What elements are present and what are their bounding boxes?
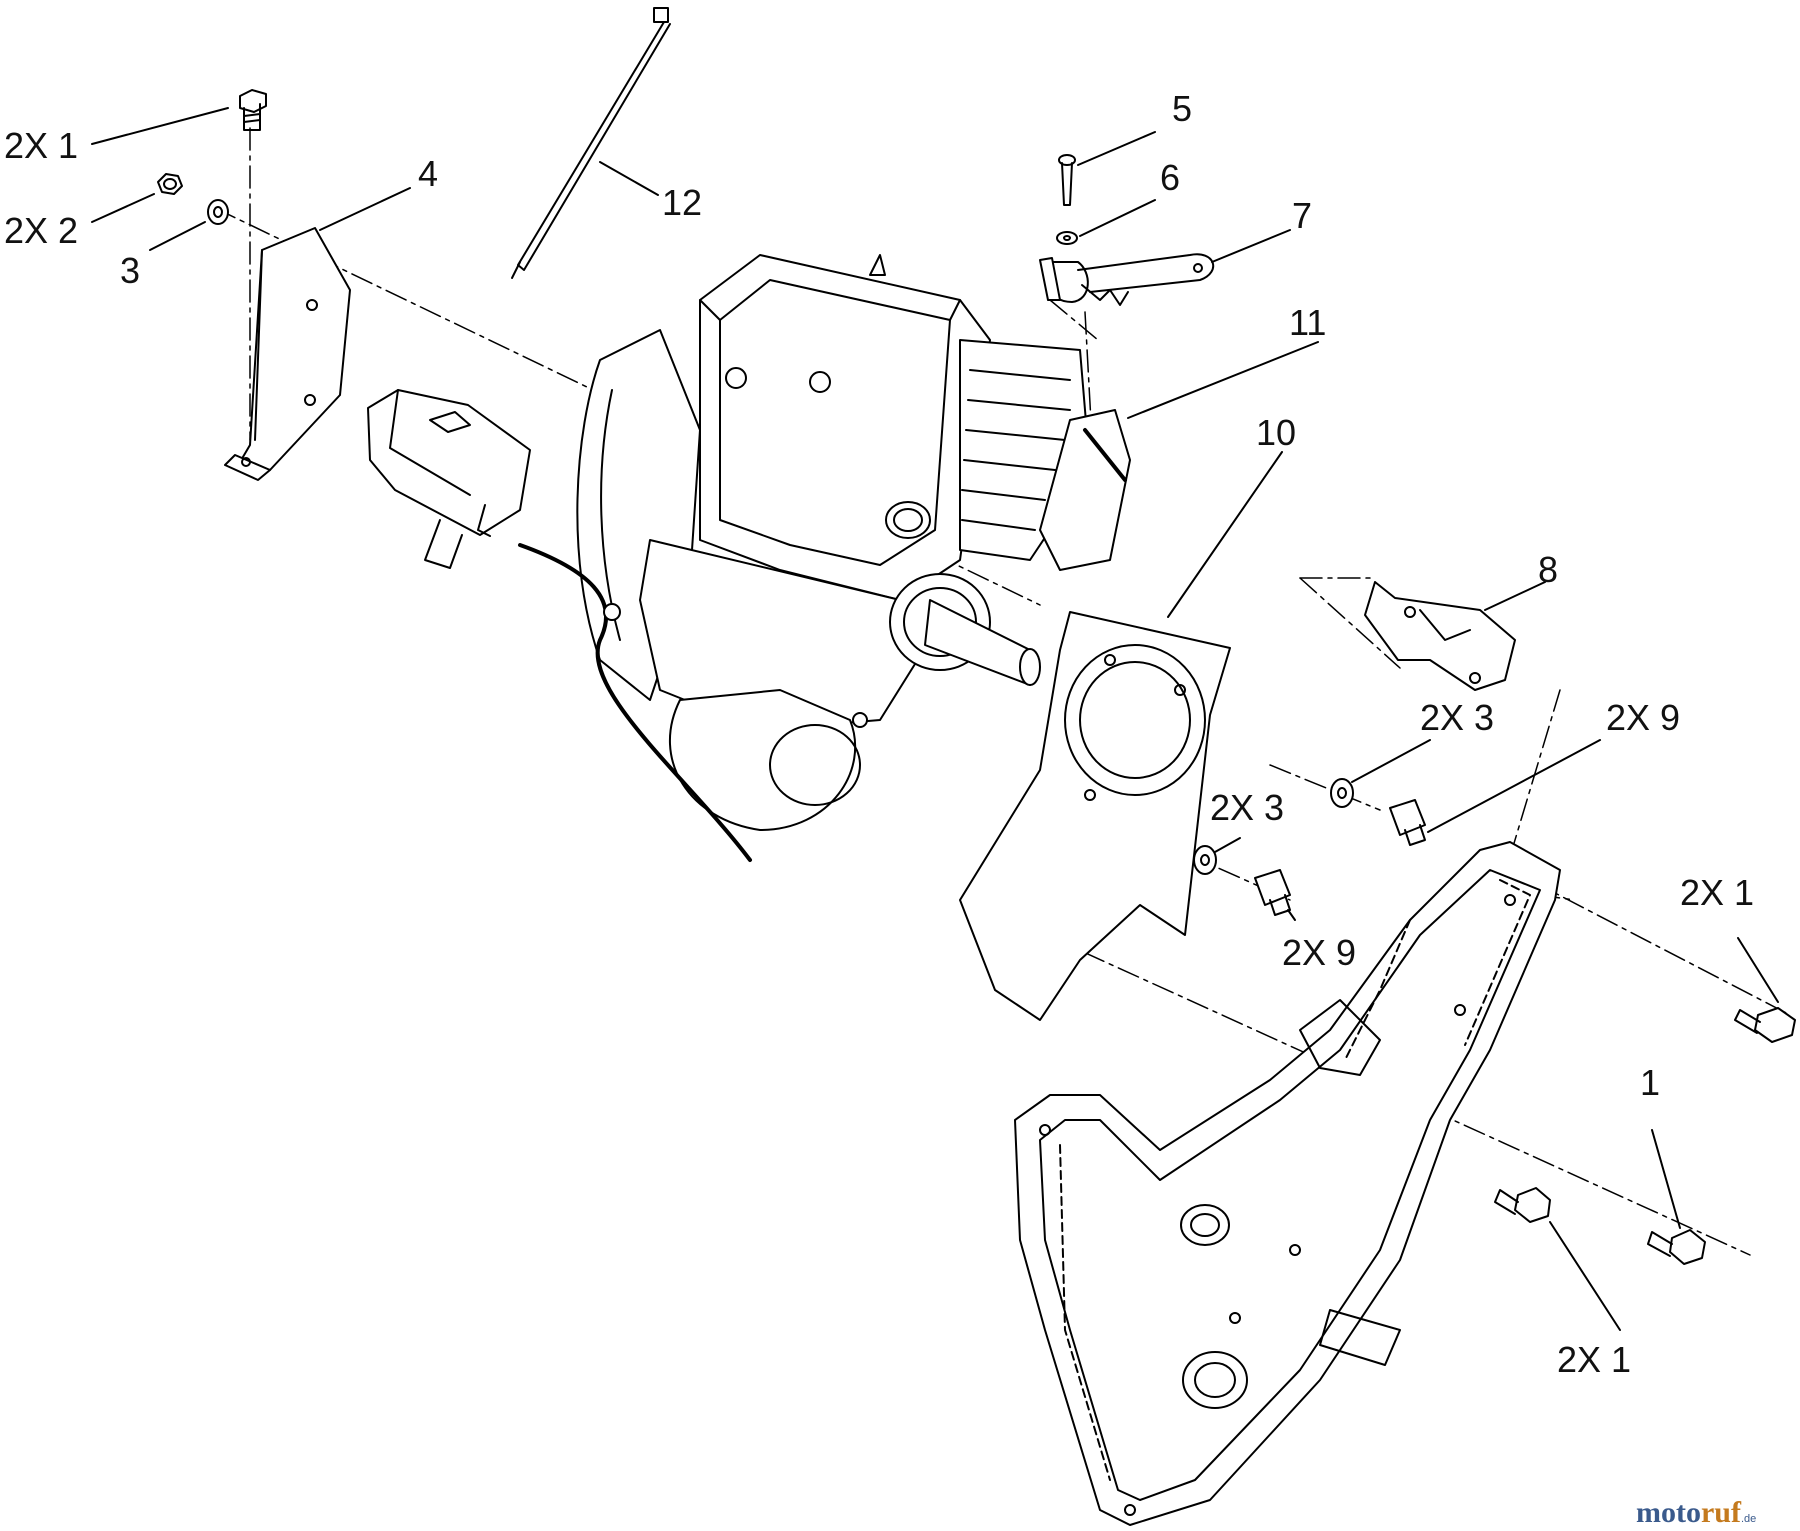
callout-6: 6	[1160, 157, 1180, 198]
engine-11	[518, 254, 1131, 862]
hex-bolt-1-top	[239, 89, 267, 131]
callout-1: 1	[1640, 1062, 1660, 1103]
gasket-plate-10	[959, 611, 1231, 1021]
callout-5: 5	[1172, 88, 1192, 129]
hex-bolt-1-lower-right	[1647, 1229, 1706, 1265]
callout-11: 11	[1289, 302, 1326, 343]
callout-2x9-upper: 2X 9	[1606, 697, 1680, 738]
bolt-9-lower	[1254, 869, 1291, 916]
callout-2x3-lower: 2X 3	[1210, 787, 1284, 828]
washer-6	[1056, 231, 1078, 245]
callout-10: 10	[1256, 412, 1296, 453]
belt-cover	[1014, 841, 1561, 1526]
hex-nut-2	[157, 173, 183, 195]
callout-3: 3	[120, 250, 140, 291]
callout-labels: 2X 1 2X 2 3 4 12 5 6 7 11 10 8 2X 3 2X 9…	[4, 88, 1754, 1380]
callout-8: 8	[1538, 549, 1558, 590]
svg-text:motoruf.de: motoruf.de	[1636, 1496, 1756, 1529]
throttle-lever-7	[1044, 253, 1215, 306]
callout-2x1-top-left: 2X 1	[4, 125, 78, 166]
callout-2x2: 2X 2	[4, 210, 78, 251]
flat-washer-3	[207, 199, 229, 225]
washer-3-lower	[1193, 845, 1217, 875]
bolt-9-upper	[1389, 799, 1426, 846]
assembly-axis-lines	[214, 127, 1791, 1256]
callout-7: 7	[1292, 195, 1312, 236]
callout-2x1-bottom: 2X 1	[1557, 1339, 1631, 1380]
watermark-logo: motoruf.de	[1636, 1496, 1756, 1529]
cable-tie-12	[511, 7, 671, 279]
mounting-bracket-4	[224, 227, 351, 481]
bracket-8	[1364, 581, 1516, 691]
washer-3-upper	[1330, 778, 1354, 808]
callout-2x1-right: 2X 1	[1680, 872, 1754, 913]
starter-switch-box	[367, 389, 531, 569]
hex-bolt-1-right	[1734, 1007, 1796, 1043]
leader-lines	[91, 107, 1779, 1331]
callout-2x3-upper: 2X 3	[1420, 697, 1494, 738]
callout-4: 4	[418, 153, 438, 194]
callout-2x9-lower: 2X 9	[1282, 932, 1356, 973]
screw-5	[1058, 154, 1076, 206]
hex-bolt-1-lower	[1494, 1187, 1551, 1223]
callout-12: 12	[662, 182, 702, 223]
